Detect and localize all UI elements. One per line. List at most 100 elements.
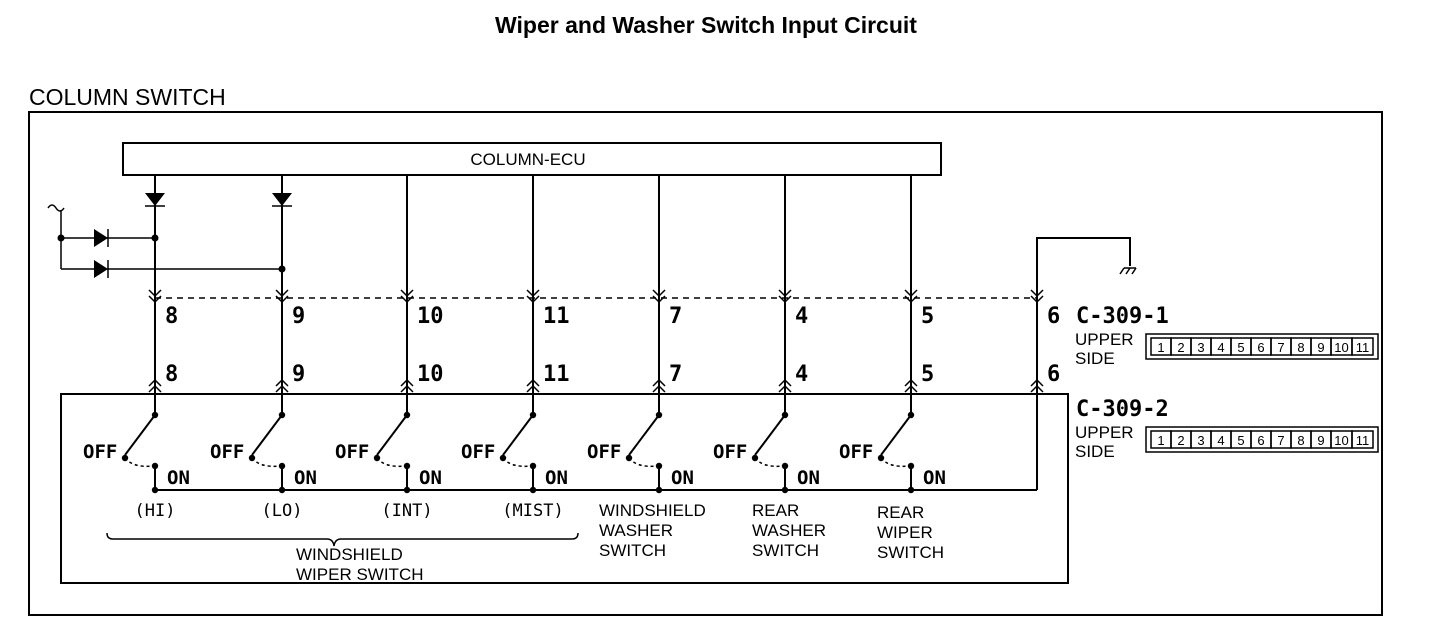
connector-female-icon — [400, 289, 414, 304]
switch-on-label: ON — [294, 467, 317, 489]
pin-number-switch: 7 — [669, 362, 682, 387]
connector-pin-number: 1 — [1157, 433, 1164, 448]
connector-side-line2: SIDE — [1075, 349, 1115, 368]
connector-pin-number: 6 — [1257, 433, 1264, 448]
switch-on-label: ON — [923, 467, 946, 489]
connector-pin-number: 5 — [1237, 433, 1244, 448]
pin-number-ecu: 5 — [921, 304, 934, 329]
switch-on-label: ON — [671, 467, 694, 489]
switch-on-label: ON — [167, 467, 190, 489]
connector-pin-number: 7 — [1277, 340, 1284, 355]
pin-number-ecu: 9 — [292, 304, 305, 329]
connector-pin-number: 8 — [1297, 340, 1304, 355]
connector-pin-number: 7 — [1277, 433, 1284, 448]
connector-pin-number: 9 — [1317, 340, 1324, 355]
switch-blade-icon — [880, 414, 912, 456]
connector-pin-number: 2 — [1177, 433, 1184, 448]
column-switch-label: COLUMN SWITCH — [29, 84, 226, 110]
connector-male-icon — [1030, 378, 1044, 393]
rear-washer-switch-line3: SWITCH — [752, 541, 819, 560]
connector-pin-number: 3 — [1197, 340, 1204, 355]
connector-pin-number: 3 — [1197, 433, 1204, 448]
windshield-wiper-switch-line1: WINDSHIELD — [296, 545, 403, 564]
ground-pin-ecu: 6 — [1047, 304, 1060, 329]
rear-washer-switch-line2: WASHER — [752, 521, 826, 540]
connector-female-icon — [652, 289, 666, 304]
windshield-washer-switch-line3: SWITCH — [599, 541, 666, 560]
switch-travel-arc — [251, 457, 281, 468]
diode-icon — [94, 260, 108, 278]
switch-on-label: ON — [797, 467, 820, 489]
rear-wiper-switch-line3: SWITCH — [877, 543, 944, 562]
rear-wiper-switch-line1: REAR — [877, 503, 924, 522]
column-switch-frame — [28, 111, 1383, 616]
switch-blade-icon — [502, 414, 534, 456]
ground-icon-hatch — [1131, 267, 1137, 275]
diagram-title: Wiper and Washer Switch Input Circuit — [495, 12, 917, 38]
pin-number-switch: 5 — [921, 362, 934, 387]
connector-female-icon — [778, 289, 792, 304]
switch-travel-arc — [628, 457, 658, 468]
pin-number-switch: 10 — [417, 362, 444, 387]
switch-blade-icon — [376, 414, 408, 456]
switch-off-label: OFF — [587, 441, 621, 463]
connector-pin-number: 10 — [1334, 340, 1348, 355]
pin-number-ecu: 8 — [165, 304, 178, 329]
switch-travel-arc — [376, 457, 406, 468]
connector-pin-number: 9 — [1317, 433, 1324, 448]
switch-blade-icon — [124, 414, 156, 456]
connector-pin-cell — [1351, 430, 1374, 449]
connector-outline — [1145, 333, 1379, 360]
ground-wire: 6 6 — [1030, 237, 1137, 490]
ground-icon-hatch — [1125, 267, 1131, 275]
switch-position-labels: (HI)(LO)(INT)(MIST) — [135, 501, 564, 521]
rear-washer-switch-line1: REAR — [752, 501, 799, 520]
switch-position-label: (MIST) — [502, 501, 563, 521]
switch-blade-icon — [251, 414, 283, 456]
switch-travel-arc — [124, 457, 154, 468]
connector-pin-number: 4 — [1217, 433, 1224, 448]
connector-pin-number: 5 — [1237, 340, 1244, 355]
diode-icon — [94, 229, 108, 247]
windshield-washer-switch-line2: WASHER — [599, 521, 673, 540]
pin-number-switch: 4 — [795, 362, 808, 387]
connector-pin-number: 2 — [1177, 340, 1184, 355]
connector-pin-number: 6 — [1257, 340, 1264, 355]
connector-male-icon — [148, 378, 162, 393]
ground-icon-hatch — [1119, 267, 1125, 275]
connector-pin-number: 1 — [1157, 340, 1164, 355]
pin-number-switch: 11 — [543, 362, 570, 387]
pin-number-ecu: 10 — [417, 304, 444, 329]
ground-pin-switch: 6 — [1047, 362, 1060, 387]
connector-name: C-309-1 — [1076, 304, 1169, 329]
switch-position-label: (HI) — [135, 501, 176, 521]
column-ecu-label: COLUMN-ECU — [470, 150, 585, 169]
connector-side-line2: SIDE — [1075, 442, 1115, 461]
switch-on-label: ON — [419, 467, 442, 489]
connector-male-icon — [652, 378, 666, 393]
connector-female-icon — [1030, 289, 1044, 304]
connector-male-icon — [904, 378, 918, 393]
switch-travel-arc — [502, 457, 532, 468]
connector-male-icon — [526, 378, 540, 393]
pin-number-ecu: 7 — [669, 304, 682, 329]
switch-off-label: OFF — [461, 441, 495, 463]
connector-male-icon — [400, 378, 414, 393]
pin-number-ecu: 4 — [795, 304, 808, 329]
connector-outline — [1145, 426, 1379, 453]
switch-on-label: ON — [545, 467, 568, 489]
windshield-washer-switch-line1: WINDSHIELD — [599, 501, 706, 520]
switch-off-label: OFF — [713, 441, 747, 463]
supply-diode-network — [47, 204, 286, 278]
switch-off-label: OFF — [839, 441, 873, 463]
switch-travel-arc — [880, 457, 910, 468]
connector-pin-cell — [1351, 337, 1374, 356]
